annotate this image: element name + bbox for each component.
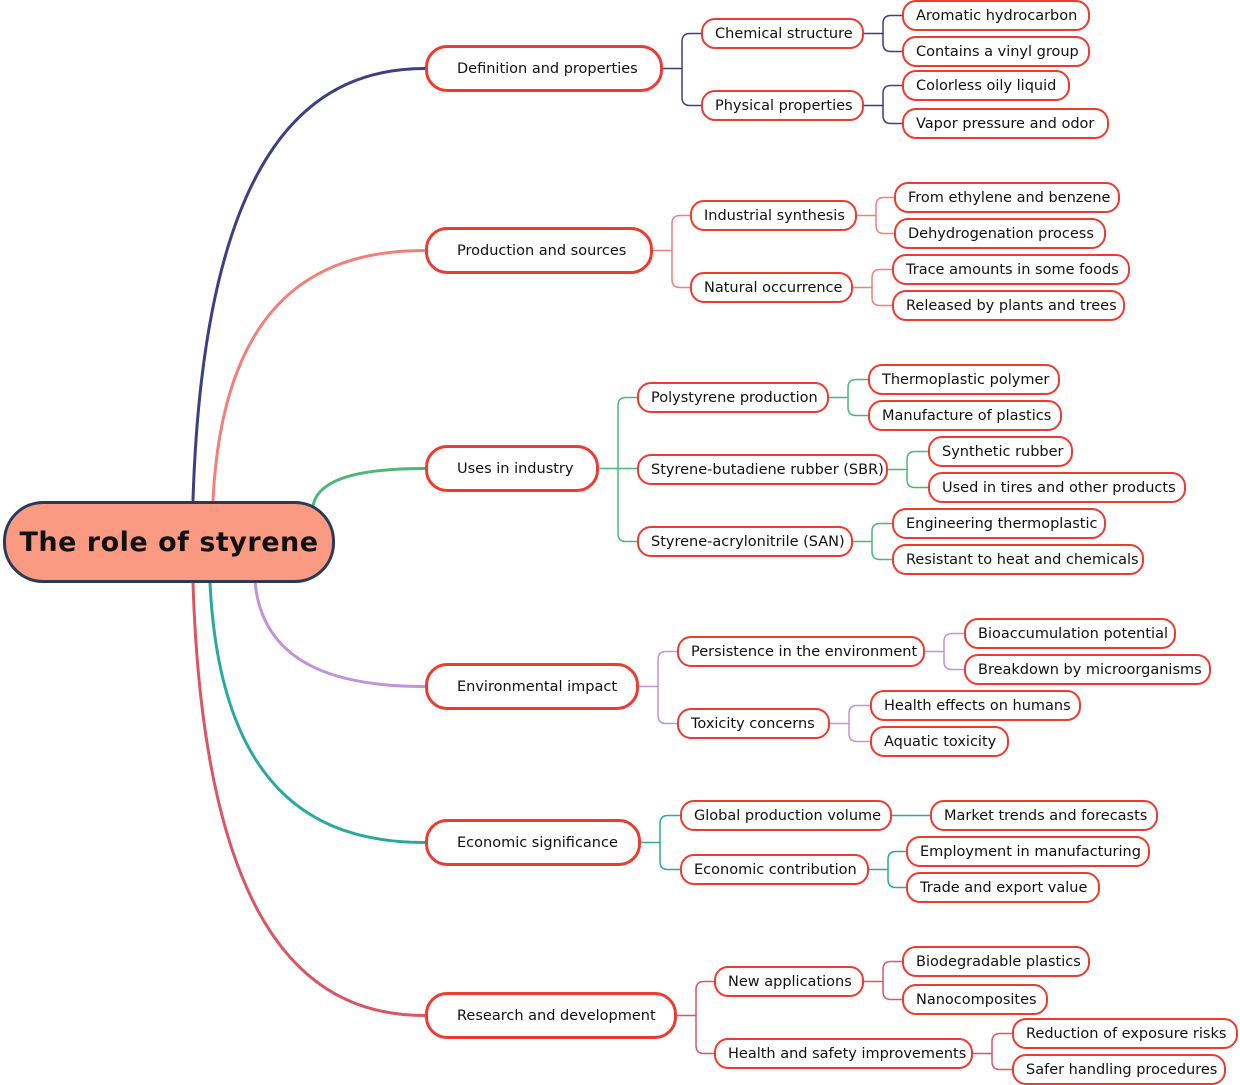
branch-connector-environmental-impact — [253, 580, 427, 688]
leaf-market-trends-and-forecasts[interactable]: Market trends and forecasts — [930, 800, 1158, 831]
branch-connector-economic-significance — [208, 581, 427, 844]
connector-environmental-impact-link-1 — [657, 650, 678, 688]
subtopic-polystyrene-production[interactable]: Polystyrene production — [637, 382, 829, 413]
leaf-resistant-to-heat-and-chemicals[interactable]: Resistant to heat and chemicals — [892, 544, 1144, 575]
connector-definition-and-properties-link-2 — [681, 67, 702, 107]
connector-styrene-butadiene-rubber-sbr-link-2 — [906, 468, 929, 489]
branch-connector-definition-and-properties — [191, 67, 427, 502]
branch-connector-production-and-sources — [211, 249, 427, 502]
connector-new-applications-link-2 — [882, 980, 903, 1001]
connector-polystyrene-production-link-2 — [847, 396, 869, 417]
subtopic-economic-contribution[interactable]: Economic contribution — [680, 854, 869, 885]
leaf-trade-and-export-value[interactable]: Trade and export value — [906, 872, 1100, 903]
connector-toxicity-concerns-link-1 — [848, 704, 871, 725]
connector-research-and-development-link-2 — [695, 1014, 715, 1055]
connector-production-and-sources-link-2 — [671, 249, 691, 289]
connector-styrene-butadiene-rubber-sbr-link-1 — [906, 450, 929, 471]
leaf-contains-a-vinyl-group[interactable]: Contains a vinyl group — [902, 36, 1090, 67]
branch-connector-research-and-development — [191, 581, 427, 1017]
leaf-vapor-pressure-and-odor[interactable]: Vapor pressure and odor — [902, 108, 1109, 139]
leaf-colorless-oily-liquid[interactable]: Colorless oily liquid — [902, 70, 1070, 101]
leaf-reduction-of-exposure-risks[interactable]: Reduction of exposure risks — [1012, 1018, 1238, 1049]
connector-production-and-sources-link-1 — [671, 214, 691, 252]
leaf-aquatic-toxicity[interactable]: Aquatic toxicity — [870, 726, 1009, 757]
root-topic[interactable]: The role of styrene — [3, 501, 335, 583]
connector-physical-properties-link-2 — [882, 104, 903, 125]
leaf-engineering-thermoplastic[interactable]: Engineering thermoplastic — [892, 508, 1106, 539]
leaf-health-effects-on-humans[interactable]: Health effects on humans — [870, 690, 1081, 721]
connector-natural-occurrence-link-1 — [871, 268, 893, 289]
connector-research-and-development-link-1 — [695, 980, 715, 1017]
connector-persistence-in-the-environment-link-2 — [943, 650, 965, 671]
leaf-breakdown-by-microorganisms[interactable]: Breakdown by microorganisms — [964, 654, 1211, 685]
subtopic-styrene-acrylonitrile-san[interactable]: Styrene-acrylonitrile (SAN) — [637, 526, 853, 557]
topic-environmental-impact[interactable]: Environmental impact — [425, 663, 639, 710]
subtopic-chemical-structure[interactable]: Chemical structure — [701, 18, 864, 49]
connector-uses-in-industry-link-3 — [617, 467, 638, 543]
connector-chemical-structure-link-2 — [882, 32, 903, 53]
connector-health-and-safety-improvements-link-2 — [991, 1052, 1013, 1071]
topic-definition-and-properties[interactable]: Definition and properties — [425, 45, 663, 92]
topic-uses-in-industry[interactable]: Uses in industry — [425, 445, 599, 492]
subtopic-natural-occurrence[interactable]: Natural occurrence — [690, 272, 853, 303]
subtopic-new-applications[interactable]: New applications — [714, 966, 864, 997]
leaf-released-by-plants-and-trees[interactable]: Released by plants and trees — [892, 290, 1125, 321]
leaf-from-ethylene-and-benzene[interactable]: From ethylene and benzene — [894, 182, 1120, 213]
leaf-biodegradable-plastics[interactable]: Biodegradable plastics — [902, 946, 1090, 977]
connector-economic-contribution-link-2 — [887, 868, 907, 889]
subtopic-toxicity-concerns[interactable]: Toxicity concerns — [677, 708, 830, 739]
connector-new-applications-link-1 — [882, 960, 903, 983]
subtopic-industrial-synthesis[interactable]: Industrial synthesis — [690, 200, 857, 231]
branch-connector-uses-in-industry — [311, 467, 427, 508]
connector-styrene-acrylonitrile-san-link-2 — [871, 540, 893, 561]
connector-industrial-synthesis-link-2 — [875, 214, 895, 235]
connector-definition-and-properties-link-1 — [681, 32, 702, 70]
leaf-dehydrogenation-process[interactable]: Dehydrogenation process — [894, 218, 1106, 249]
connector-economic-contribution-link-1 — [887, 850, 907, 871]
leaf-bioaccumulation-potential[interactable]: Bioaccumulation potential — [964, 618, 1176, 649]
subtopic-global-production-volume[interactable]: Global production volume — [680, 800, 892, 831]
connector-health-and-safety-improvements-link-1 — [991, 1032, 1013, 1055]
leaf-nanocomposites[interactable]: Nanocomposites — [902, 984, 1048, 1015]
topic-production-and-sources[interactable]: Production and sources — [425, 227, 653, 274]
connector-economic-significance-link-1 — [659, 814, 681, 844]
topic-research-and-development[interactable]: Research and development — [425, 992, 677, 1039]
connector-industrial-synthesis-link-1 — [875, 196, 895, 217]
connector-persistence-in-the-environment-link-1 — [943, 632, 965, 653]
connector-toxicity-concerns-link-2 — [848, 722, 871, 743]
connector-chemical-structure-link-1 — [882, 14, 903, 35]
leaf-aromatic-hydrocarbon[interactable]: Aromatic hydrocarbon — [902, 0, 1090, 31]
connector-styrene-acrylonitrile-san-link-1 — [871, 522, 893, 543]
connector-uses-in-industry-link-1 — [617, 396, 638, 470]
connector-environmental-impact-link-2 — [657, 685, 678, 725]
leaf-trace-amounts-in-some-foods[interactable]: Trace amounts in some foods — [892, 254, 1130, 285]
leaf-manufacture-of-plastics[interactable]: Manufacture of plastics — [868, 400, 1062, 431]
subtopic-styrene-butadiene-rubber-sbr[interactable]: Styrene-butadiene rubber (SBR) — [637, 454, 888, 485]
connector-economic-significance-link-2 — [659, 841, 681, 871]
leaf-safer-handling-procedures[interactable]: Safer handling procedures — [1012, 1054, 1226, 1085]
connector-natural-occurrence-link-2 — [871, 286, 893, 307]
subtopic-physical-properties[interactable]: Physical properties — [701, 90, 864, 121]
subtopic-health-and-safety-improvements[interactable]: Health and safety improvements — [714, 1038, 973, 1069]
topic-economic-significance[interactable]: Economic significance — [425, 819, 641, 866]
leaf-used-in-tires-and-other-products[interactable]: Used in tires and other products — [928, 472, 1186, 503]
leaf-employment-in-manufacturing[interactable]: Employment in manufacturing — [906, 836, 1150, 867]
leaf-thermoplastic-polymer[interactable]: Thermoplastic polymer — [868, 364, 1060, 395]
connector-physical-properties-link-1 — [882, 84, 903, 107]
connector-polystyrene-production-link-1 — [847, 378, 869, 399]
subtopic-persistence-in-the-environment[interactable]: Persistence in the environment — [677, 636, 925, 667]
leaf-synthetic-rubber[interactable]: Synthetic rubber — [928, 436, 1073, 467]
